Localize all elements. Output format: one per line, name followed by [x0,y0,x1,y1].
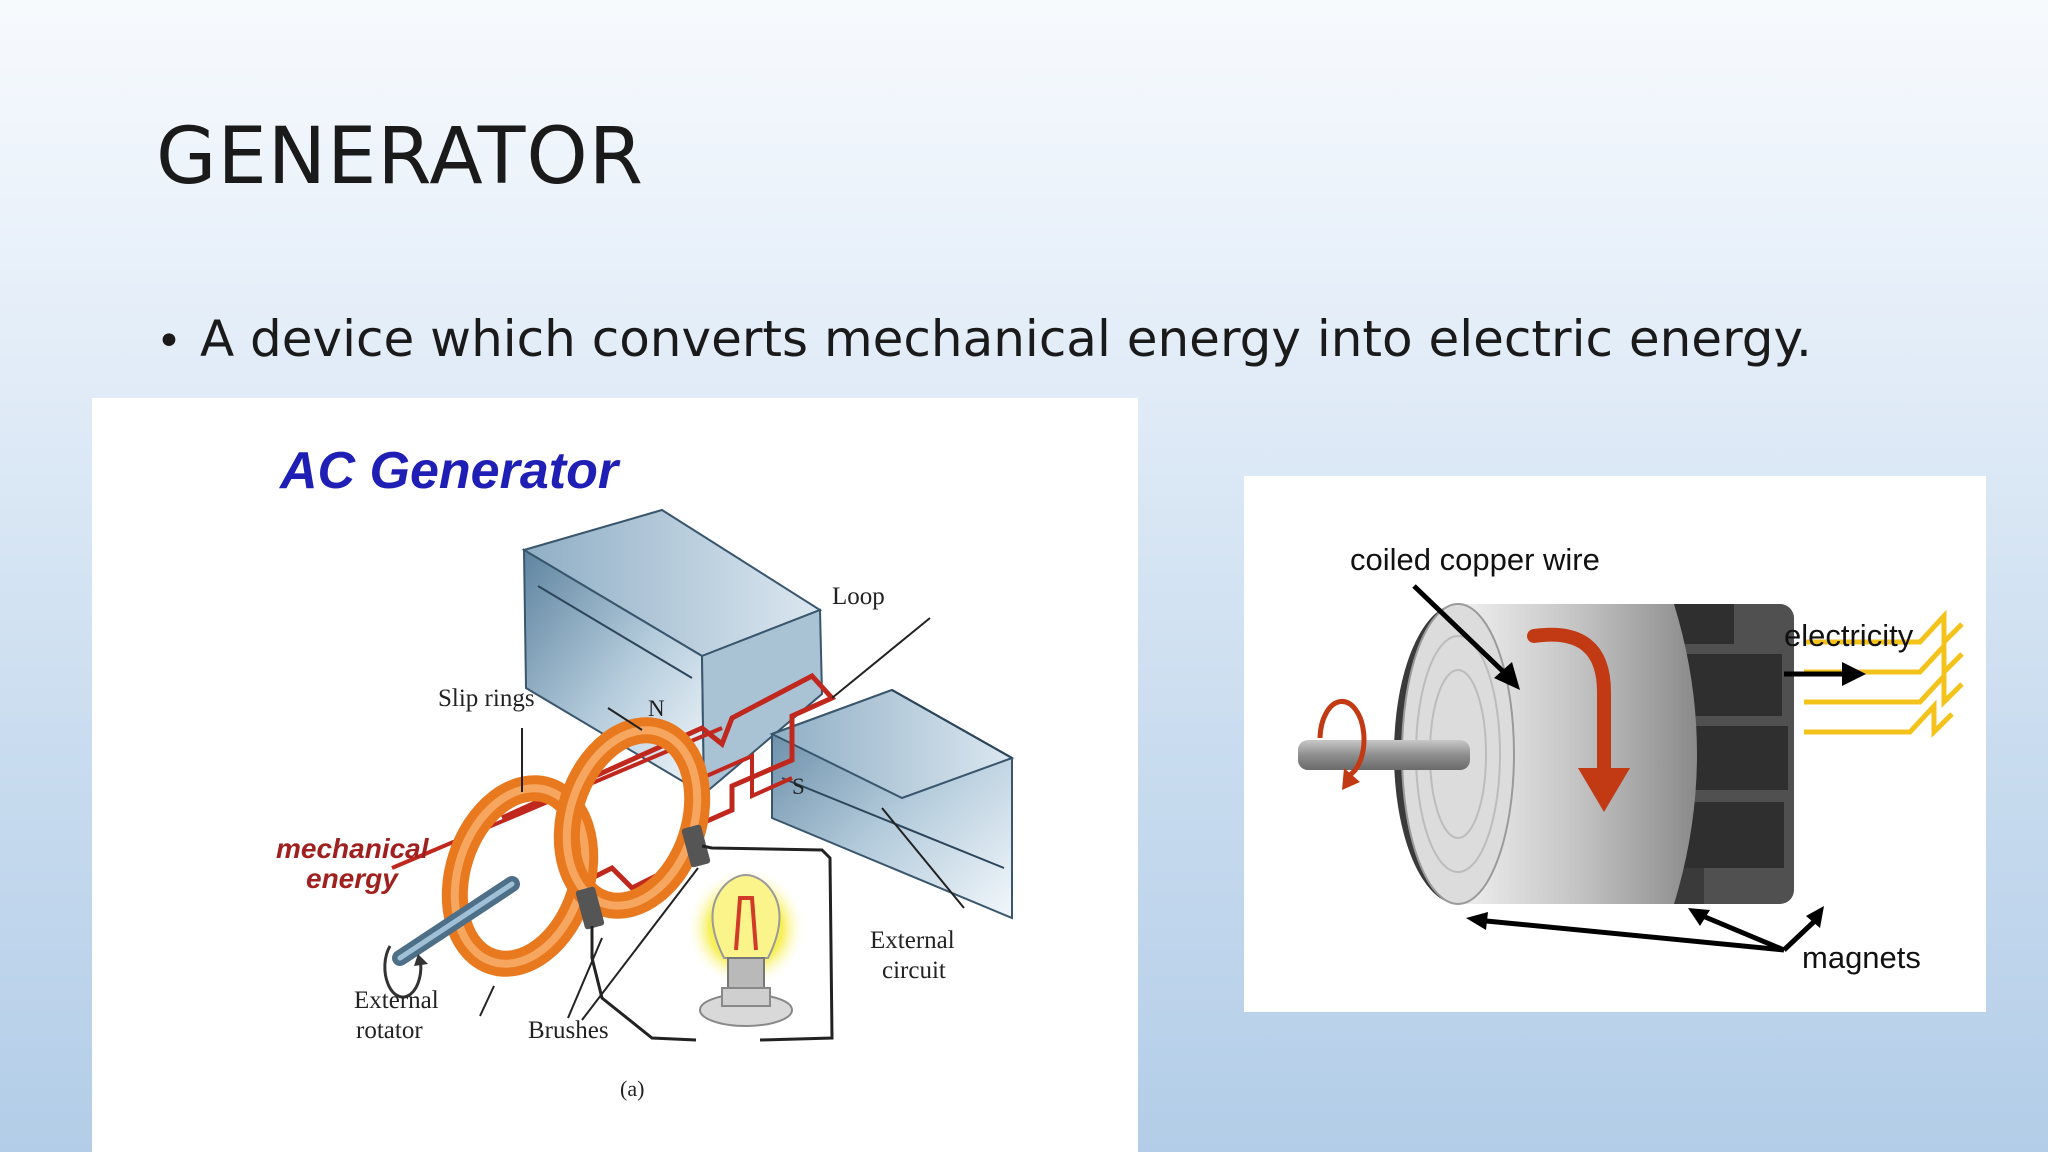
label-mechanical-energy-1: mechanical [276,833,430,864]
bullet-item: • A device which converts mechanical ene… [156,312,1812,367]
label-magnets: magnets [1802,940,1921,975]
label-loop: Loop [832,583,885,610]
rotor-drum [1401,603,1697,905]
label-coiled-copper-wire: coiled copper wire [1350,542,1600,577]
external-rotator-shaft [383,876,520,999]
ac-generator-figure: AC Generator [92,398,1138,1152]
brush-left [575,886,605,930]
bullet-text: A device which converts mechanical energ… [199,310,1812,368]
bullet-list: • A device which converts mechanical ene… [156,312,1812,367]
label-external-circuit-2: circuit [882,957,946,984]
leader-lines [479,617,965,1021]
brush-right [681,824,711,868]
label-external-circuit-1: External [870,927,955,954]
generator-cutaway-figure: coiled copper wire electricity magnets [1244,476,1986,1012]
label-brushes: Brushes [528,1017,609,1044]
label-arrows [1412,584,1848,953]
label-external-rotator-1: External [354,987,439,1014]
rotation-arrow [1527,627,1630,812]
label-slip-rings: Slip rings [438,685,535,712]
slip-rings [441,717,711,977]
rotor-shaft [1298,699,1470,790]
external-circuit-wire [701,844,834,1042]
loop-wire [500,672,837,892]
ac-generator-heading: AC Generator [278,442,621,500]
label-north: N [648,696,665,721]
south-magnet [769,688,1015,920]
slide-title: GENERATOR [156,112,644,202]
electricity-lines [1804,609,1964,739]
label-external-rotator-2: rotator [356,1017,423,1044]
label-electricity: electricity [1784,618,1914,653]
light-bulb [686,868,806,1027]
ac-generator-diagram: AC Generator [276,442,1015,1101]
generator-cutaway-diagram: coiled copper wire electricity magnets [1298,542,1964,975]
bullet-dot: • [156,316,182,367]
figure-caption: (a) [620,1076,644,1101]
label-south: S [792,774,805,799]
label-mechanical-energy-2: energy [306,863,399,894]
